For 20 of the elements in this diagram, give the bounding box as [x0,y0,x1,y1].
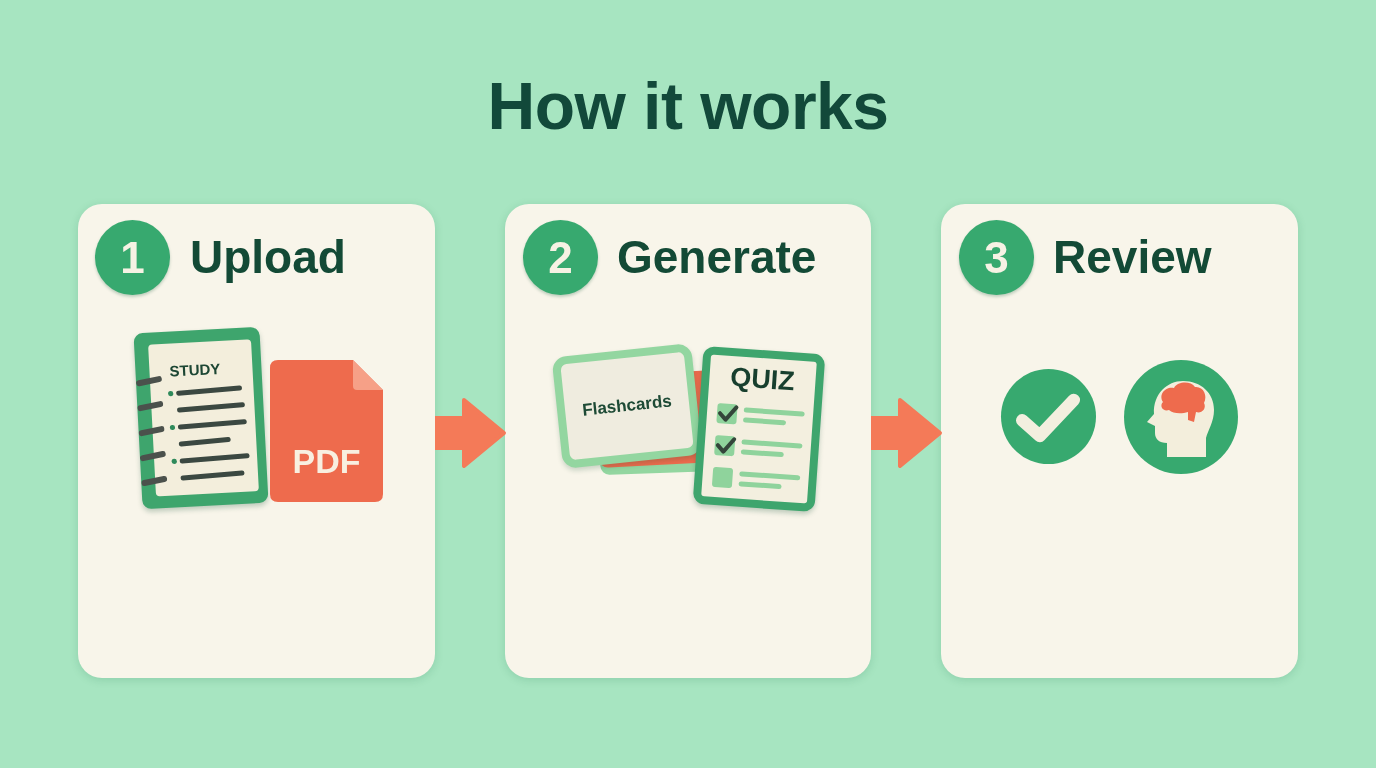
step-title: Review [1053,230,1212,285]
step-title: Generate [617,230,817,285]
arrow [435,397,506,468]
diagram-title: How it works [487,68,889,145]
arrow [871,397,942,468]
step-number: 3 [959,220,1034,295]
step-card [941,204,1298,678]
pdf-file [270,360,383,502]
notebook-heading: STUDY [169,360,221,380]
notebook [133,326,269,510]
step-number: 1 [95,220,170,295]
quiz-sheet [692,345,826,513]
file-type-label: PDF [291,442,362,480]
step-number: 2 [523,220,598,295]
step-card [78,204,435,678]
quiz-heading: QUIZ [728,360,797,398]
step-card [505,204,871,678]
head-brain-icon [1123,359,1239,475]
check-circle-icon [1000,368,1097,465]
step-title: Upload [190,230,346,285]
